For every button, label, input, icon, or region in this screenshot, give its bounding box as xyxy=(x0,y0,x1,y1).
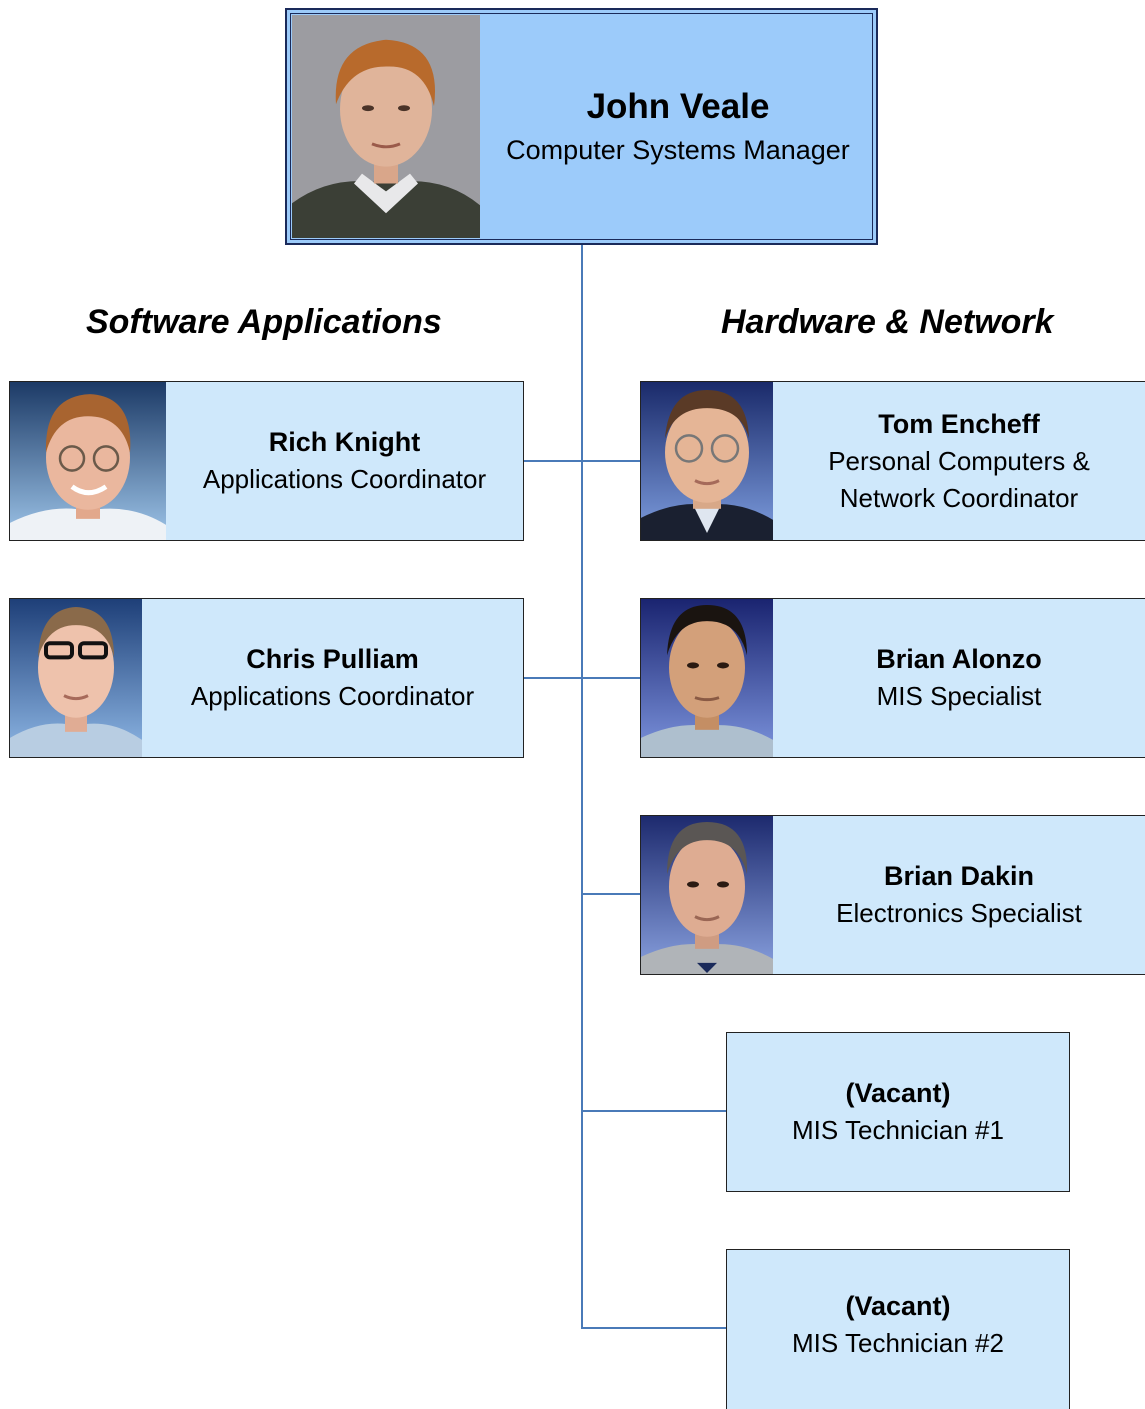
staff-title: MIS Specialist xyxy=(876,681,1042,711)
staff-name: Tom Encheff xyxy=(878,408,1040,439)
rich-knight-photo xyxy=(10,382,166,540)
tom-encheff-text: Tom Encheff Personal Computers & Network… xyxy=(773,382,1145,540)
manager-title: Computer Systems Manager xyxy=(506,134,850,165)
staff-card-brian-dakin: Brian Dakin Electronics Specialist xyxy=(640,815,1145,975)
staff-name: (Vacant) xyxy=(845,1291,951,1321)
manager-text: John Veale Computer Systems Manager xyxy=(480,10,876,243)
tom-encheff-photo xyxy=(641,382,773,540)
connector-rich-knight xyxy=(523,460,583,462)
connector-vacant-1 xyxy=(581,1110,727,1112)
staff-title: Applications Coordinator xyxy=(190,681,475,711)
manager-name: John Veale xyxy=(586,86,770,126)
connector-tom-encheff xyxy=(581,460,641,462)
brian-dakin-photo xyxy=(641,816,773,974)
brian-alonzo-photo xyxy=(641,599,773,757)
manager-photo xyxy=(292,15,480,238)
staff-card-vacant-1: (Vacant) MIS Technician #1 xyxy=(726,1032,1070,1192)
brian-dakin-text: Brian Dakin Electronics Specialist xyxy=(773,816,1145,974)
connector-trunk xyxy=(581,245,583,1329)
staff-title: MIS Technician #2 xyxy=(792,1328,1004,1358)
staff-title-line1: Personal Computers & xyxy=(828,445,1090,476)
staff-title: MIS Technician #1 xyxy=(792,1115,1004,1145)
connector-brian-alonzo xyxy=(581,677,641,679)
chris-pulliam-photo xyxy=(10,599,142,757)
staff-title-line2: Network Coordinator xyxy=(839,482,1079,513)
manager-card: John Veale Computer Systems Manager xyxy=(285,8,878,245)
heading-software-applications: Software Applications xyxy=(86,303,442,341)
staff-card-brian-alonzo: Brian Alonzo MIS Specialist xyxy=(640,598,1145,758)
connector-brian-dakin xyxy=(581,893,641,895)
staff-name: Chris Pulliam xyxy=(246,644,419,674)
staff-name: (Vacant) xyxy=(845,1078,951,1108)
staff-card-rich-knight: Rich Knight Applications Coordinator xyxy=(9,381,524,541)
connector-chris-pulliam xyxy=(523,677,583,679)
staff-name: Rich Knight xyxy=(268,427,421,457)
staff-title: Applications Coordinator xyxy=(202,464,487,494)
brian-alonzo-text: Brian Alonzo MIS Specialist xyxy=(773,599,1145,757)
chris-pulliam-text: Chris Pulliam Applications Coordinator xyxy=(142,599,523,757)
staff-title: Electronics Specialist xyxy=(836,898,1082,928)
vacant-1-text: (Vacant) MIS Technician #1 xyxy=(727,1033,1069,1191)
connector-vacant-2 xyxy=(581,1327,727,1329)
staff-card-vacant-2: (Vacant) MIS Technician #2 xyxy=(726,1249,1070,1409)
heading-hardware-network: Hardware & Network xyxy=(721,303,1054,341)
staff-card-chris-pulliam: Chris Pulliam Applications Coordinator xyxy=(9,598,524,758)
staff-card-tom-encheff: Tom Encheff Personal Computers & Network… xyxy=(640,381,1145,541)
staff-name: Brian Alonzo xyxy=(876,644,1042,674)
vacant-2-text: (Vacant) MIS Technician #2 xyxy=(727,1250,1069,1400)
staff-name: Brian Dakin xyxy=(883,861,1035,891)
rich-knight-text: Rich Knight Applications Coordinator xyxy=(166,382,523,540)
